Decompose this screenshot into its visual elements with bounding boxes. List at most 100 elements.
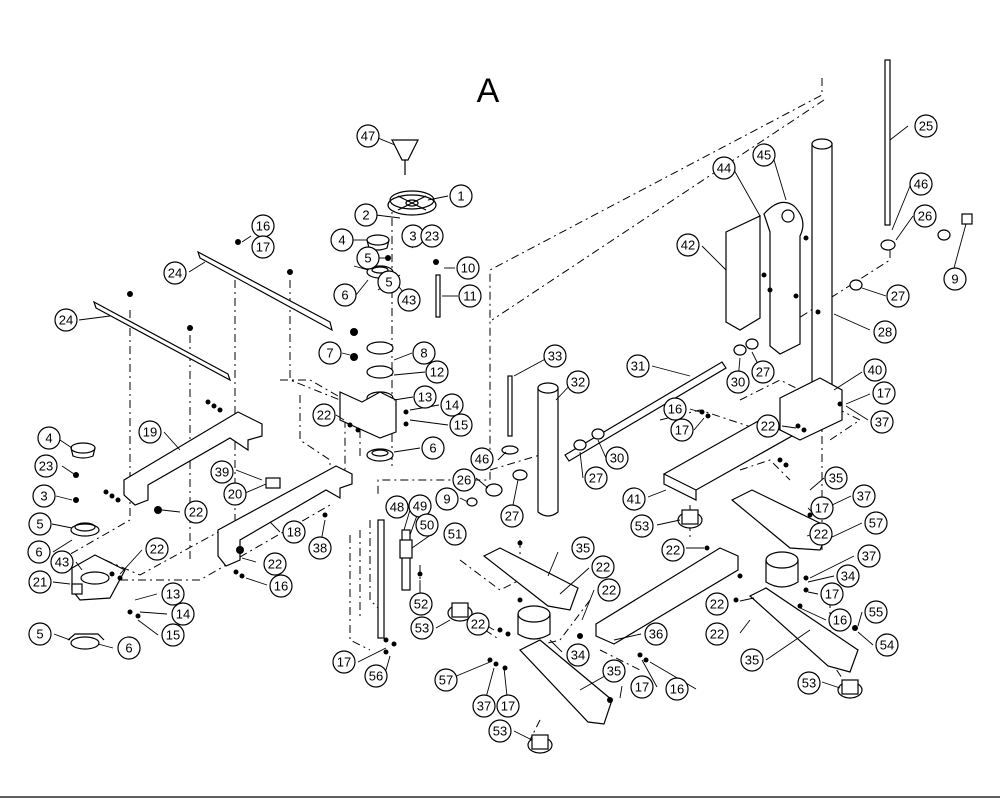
callout-number: 34 bbox=[841, 569, 855, 584]
callout-circle bbox=[752, 143, 776, 167]
callout-number: 57 bbox=[869, 516, 883, 531]
callout-47: 47 bbox=[356, 124, 380, 148]
callout-number: 40 bbox=[868, 363, 882, 378]
callout-circle bbox=[117, 636, 141, 660]
callout-circle bbox=[308, 536, 332, 560]
callout-circle bbox=[712, 156, 736, 180]
callout-number: 12 bbox=[430, 365, 444, 380]
callout-number: 17 bbox=[815, 501, 829, 516]
callout-27: 27 bbox=[886, 284, 910, 308]
diagram-title: A bbox=[477, 72, 500, 110]
callout-43: 43 bbox=[50, 550, 74, 574]
callout-34: 34 bbox=[566, 643, 590, 667]
callout-circle bbox=[440, 393, 464, 417]
assembly-lines bbox=[59, 78, 891, 741]
callout-number: 6 bbox=[341, 288, 348, 303]
callout-circle bbox=[138, 420, 162, 444]
callout-17: 17 bbox=[810, 496, 834, 520]
callout-number: 50 bbox=[420, 518, 434, 533]
callout-circle bbox=[566, 370, 590, 394]
callout-number: 22 bbox=[710, 597, 724, 612]
callout-4: 4 bbox=[330, 228, 354, 252]
callout-10: 10 bbox=[456, 256, 480, 280]
callout-33: 33 bbox=[543, 344, 567, 368]
callout-circle bbox=[145, 537, 169, 561]
callout-number: 3 bbox=[409, 229, 416, 244]
callout-22: 22 bbox=[756, 414, 780, 438]
callout-40: 40 bbox=[863, 358, 887, 382]
callout-number: 21 bbox=[33, 575, 47, 590]
callout-31: 31 bbox=[626, 354, 650, 378]
callout-circle bbox=[251, 235, 275, 259]
callout-22: 22 bbox=[661, 538, 685, 562]
callout-3: 3 bbox=[32, 484, 56, 508]
callout-circle bbox=[597, 578, 621, 602]
callout-circle bbox=[571, 536, 595, 560]
callout-17: 17 bbox=[251, 235, 275, 259]
callout-35: 35 bbox=[824, 466, 848, 490]
callout-circle bbox=[443, 522, 467, 546]
callout-22: 22 bbox=[705, 622, 729, 646]
callout-30: 30 bbox=[726, 370, 750, 394]
callout-number: 35 bbox=[607, 664, 621, 679]
callout-number: 17 bbox=[337, 655, 351, 670]
callout-circle bbox=[54, 308, 78, 332]
callout-45: 45 bbox=[752, 143, 776, 167]
callout-number: 17 bbox=[675, 423, 689, 438]
callout-57: 57 bbox=[434, 668, 458, 692]
callout-circle bbox=[875, 633, 899, 657]
callout-circle bbox=[751, 360, 775, 384]
callout-53: 53 bbox=[630, 514, 654, 538]
callout-38: 38 bbox=[308, 536, 332, 560]
callout-42: 42 bbox=[676, 233, 700, 257]
callout-circle bbox=[756, 414, 780, 438]
callout-56: 56 bbox=[364, 664, 388, 688]
callout-2: 2 bbox=[354, 203, 378, 227]
callout-22: 22 bbox=[145, 537, 169, 561]
callout-circle bbox=[809, 522, 833, 546]
callout-number: 52 bbox=[414, 597, 428, 612]
callout-circle bbox=[740, 648, 764, 672]
callout-number: 45 bbox=[757, 148, 771, 163]
callout-5: 5 bbox=[28, 622, 52, 646]
callout-23: 23 bbox=[420, 224, 444, 248]
callout-circle bbox=[397, 288, 421, 312]
callout-43: 43 bbox=[397, 288, 421, 312]
callout-circle bbox=[828, 608, 852, 632]
callout-number: 32 bbox=[571, 375, 585, 390]
callout-number: 22 bbox=[814, 527, 828, 542]
callout-number: 53 bbox=[802, 676, 816, 691]
callout-number: 28 bbox=[878, 325, 892, 340]
callout-5: 5 bbox=[377, 270, 401, 294]
callout-circle bbox=[810, 496, 834, 520]
callout-number: 35 bbox=[745, 653, 759, 668]
callout-27: 27 bbox=[751, 360, 775, 384]
callout-number: 49 bbox=[413, 499, 427, 514]
callout-number: 17 bbox=[256, 240, 270, 255]
callout-number: 16 bbox=[256, 219, 270, 234]
callout-53: 53 bbox=[410, 616, 434, 640]
callout-circle bbox=[626, 354, 650, 378]
callout-17: 17 bbox=[496, 694, 520, 718]
callout-number: 11 bbox=[463, 289, 477, 304]
callout-35: 35 bbox=[740, 648, 764, 672]
callout-circle bbox=[452, 468, 476, 492]
callout-13: 13 bbox=[161, 582, 185, 606]
callout-6: 6 bbox=[27, 540, 51, 564]
callout-41: 41 bbox=[622, 487, 646, 511]
callout-number: 38 bbox=[313, 541, 327, 556]
callout-circle bbox=[661, 538, 685, 562]
callout-number: 33 bbox=[548, 349, 562, 364]
callout-circle bbox=[676, 233, 700, 257]
callout-number: 5 bbox=[36, 627, 43, 642]
callout-circle bbox=[282, 520, 306, 544]
callout-number: 3 bbox=[40, 489, 47, 504]
callout-number: 26 bbox=[918, 209, 932, 224]
callout-number: 22 bbox=[150, 542, 164, 557]
callout-number: 9 bbox=[443, 492, 450, 507]
callout-34: 34 bbox=[836, 564, 860, 588]
callout-4: 4 bbox=[37, 426, 61, 450]
callout-number: 51 bbox=[448, 527, 462, 542]
callout-22: 22 bbox=[591, 555, 615, 579]
